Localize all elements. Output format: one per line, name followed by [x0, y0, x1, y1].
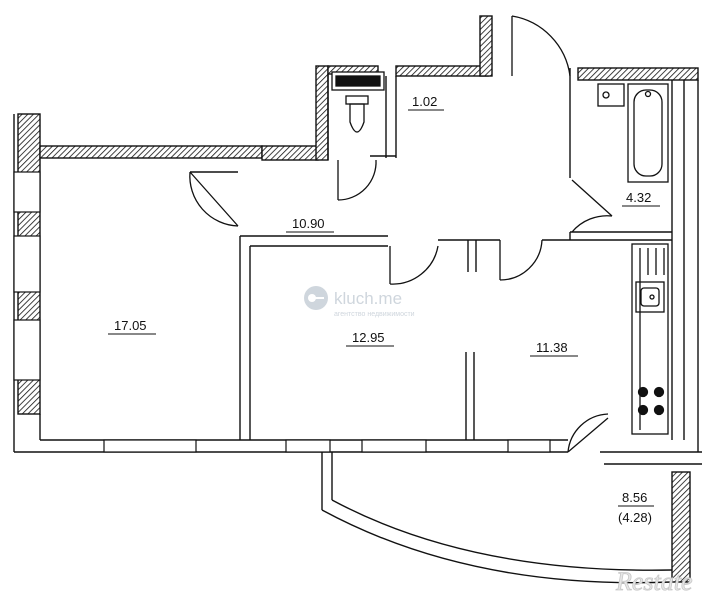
area-label-loggia: 8.56	[622, 490, 647, 505]
stove-icon	[637, 386, 665, 416]
loggia-outline	[321, 452, 673, 584]
watermark: kluch.me агентство недвижимости	[304, 286, 415, 318]
toilet-icon	[345, 95, 369, 133]
door-swings	[189, 15, 613, 453]
fixtures	[331, 71, 669, 435]
watermark-tagline: агентство недвижимости	[334, 311, 415, 318]
area-label-hallway: 10.90	[292, 216, 325, 231]
bathtub-icon	[627, 83, 669, 183]
area-label-bathroom: 4.32	[626, 190, 651, 205]
watermark-brand: kluch.me	[334, 289, 402, 308]
walls	[13, 68, 702, 465]
area-label-kitchen: 11.38	[536, 340, 568, 355]
area-label-bedroom: 12.95	[352, 330, 385, 345]
area-labels: 1.02 4.32 10.90 17.05 12.95 11.38 8.56 (…	[108, 94, 660, 525]
kitchen-counter	[631, 243, 669, 435]
area-label-loggia-reduced: (4.28)	[618, 510, 652, 525]
area-label-living-room: 17.05	[114, 318, 147, 333]
windows	[13, 171, 551, 453]
area-label-wc: 1.02	[412, 94, 437, 109]
kitchen-sink-icon	[635, 281, 665, 313]
corner-logo: Restate	[615, 567, 693, 596]
washbasin-icon	[597, 83, 625, 107]
